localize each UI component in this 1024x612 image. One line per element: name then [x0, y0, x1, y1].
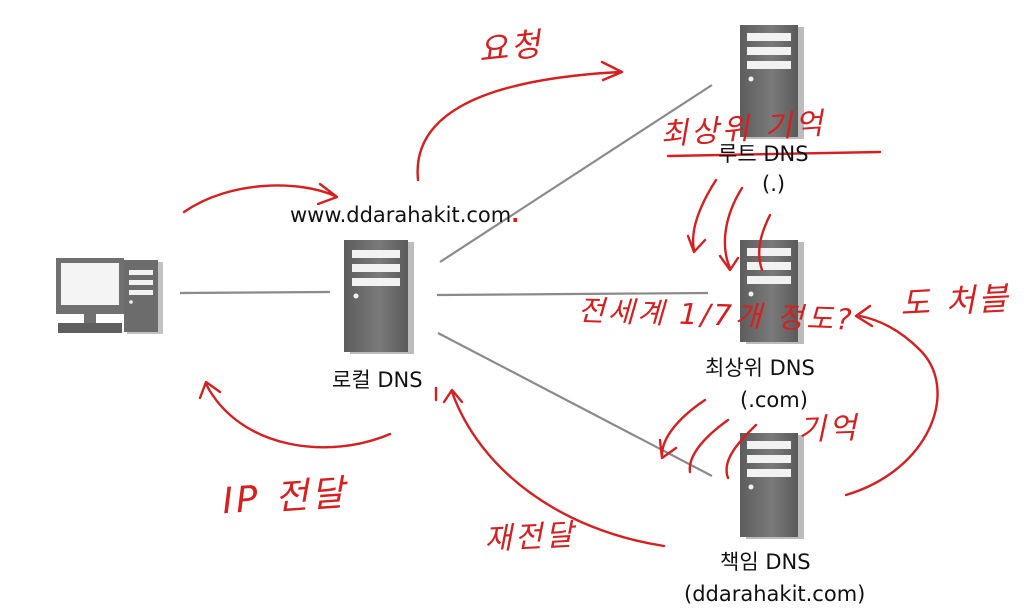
annotation-expand: 도 처블	[899, 279, 1012, 323]
line-local-tld	[436, 291, 709, 297]
domain-query-label: www.ddarahakit.com.	[290, 203, 520, 227]
annotation-request: 요청	[476, 24, 545, 70]
tld-dns-label: 최상위 DNS	[705, 356, 815, 380]
arrow-root-to-tld-2	[718, 186, 744, 272]
server-icon	[344, 240, 414, 354]
local-dns-label: 로컬 DNS	[332, 368, 423, 392]
annotation-memory: 기억	[797, 410, 860, 449]
arrow-tld-to-auth-3	[725, 423, 758, 480]
arrow-root-to-tld-3	[758, 213, 772, 272]
root-dns-label: 루트 DNS	[718, 142, 809, 166]
arrow-local-to-pc	[198, 380, 392, 449]
arrow-pc-to-local	[182, 182, 339, 214]
root-dns-zone-label: (.)	[762, 172, 786, 196]
server-icon	[740, 240, 804, 344]
tld-dns-zone-label: (.com)	[740, 388, 808, 412]
arrow-local-to-root	[416, 60, 624, 182]
arrow-tld-to-auth-1	[658, 398, 707, 460]
arrow-auth-to-local	[442, 388, 666, 548]
domain-query-dot: .	[511, 203, 520, 227]
handwritten-arrows	[182, 60, 939, 548]
arrow-tld-to-auth-2	[688, 418, 730, 474]
arrow-auth-to-tld-loop	[844, 304, 939, 497]
line-local-auth	[437, 332, 713, 477]
arrow-root-to-tld-1	[686, 178, 718, 254]
underline-tld-memory	[666, 150, 882, 158]
server-icon	[740, 25, 804, 139]
line-pc-local	[179, 290, 331, 295]
connector-lines	[179, 84, 713, 477]
desktop-computer-icon	[56, 258, 163, 334]
line-local-root	[439, 84, 713, 263]
auth-dns-label: 책임 DNS	[720, 550, 811, 574]
auth-dns-zone-label: (ddarahakit.com)	[684, 582, 866, 606]
annotation-ip-deliver: IP 전달	[220, 472, 349, 523]
server-icon	[740, 433, 804, 539]
annotation-answer-deliver: 재전달	[483, 517, 577, 558]
